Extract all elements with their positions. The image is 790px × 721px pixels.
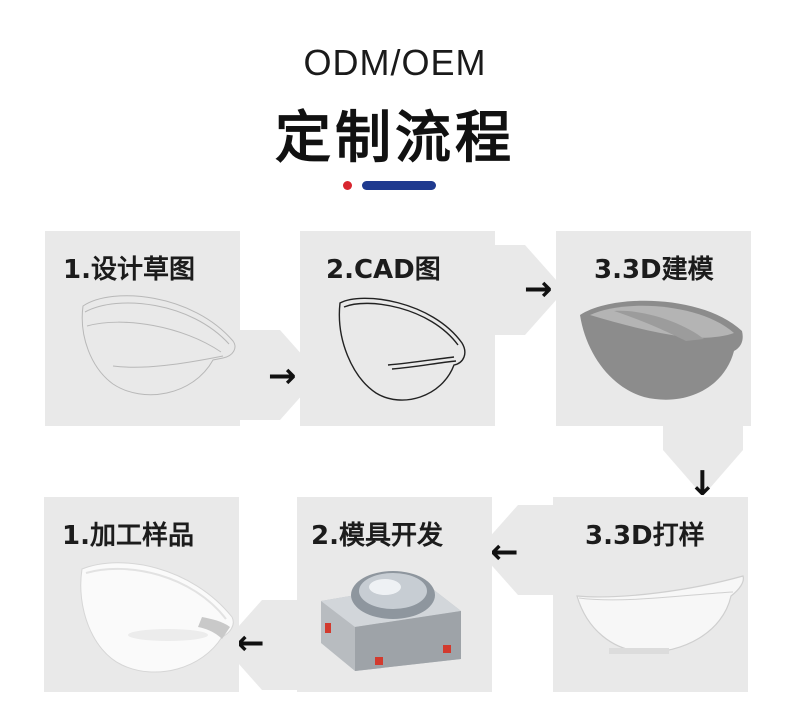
title-chinese: 定制流程 xyxy=(0,93,790,174)
accent-bar xyxy=(362,181,436,190)
3d-print-bowl-image xyxy=(573,572,748,662)
3d-model-bowl-image xyxy=(574,293,749,413)
step-panel-cad: 2.CAD图 xyxy=(300,231,495,426)
step-panel-sketch: 1.设计草图 xyxy=(45,231,240,426)
cad-bowl-drawing xyxy=(332,293,482,413)
step-label: 3.3D打样 xyxy=(585,515,705,552)
step-label: 3.3D建模 xyxy=(594,249,714,286)
mold-image xyxy=(315,553,465,673)
step-label: 2.CAD图 xyxy=(326,249,441,286)
arrow-right-icon: → xyxy=(268,359,297,393)
arrow-down-icon: ↓ xyxy=(688,467,717,501)
title-english: ODM/OEM xyxy=(0,42,790,84)
sketch-bowl-image xyxy=(73,286,243,406)
step-panel-3d-print: 3.3D打样 xyxy=(553,497,748,692)
accent-dot xyxy=(343,181,352,190)
arrow-right-icon: → xyxy=(524,272,553,306)
arrow-left-icon: ← xyxy=(490,535,519,569)
step-label: 1.设计草图 xyxy=(63,249,195,286)
step-panel-3d-model: 3.3D建模 xyxy=(556,231,751,426)
sample-bowl-image xyxy=(72,557,242,682)
step-label: 2.模具开发 xyxy=(311,515,443,552)
step-label: 1.加工样品 xyxy=(62,515,194,552)
step-panel-sample: 1.加工样品 xyxy=(44,497,239,692)
step-panel-mold: 2.模具开发 xyxy=(297,497,492,692)
